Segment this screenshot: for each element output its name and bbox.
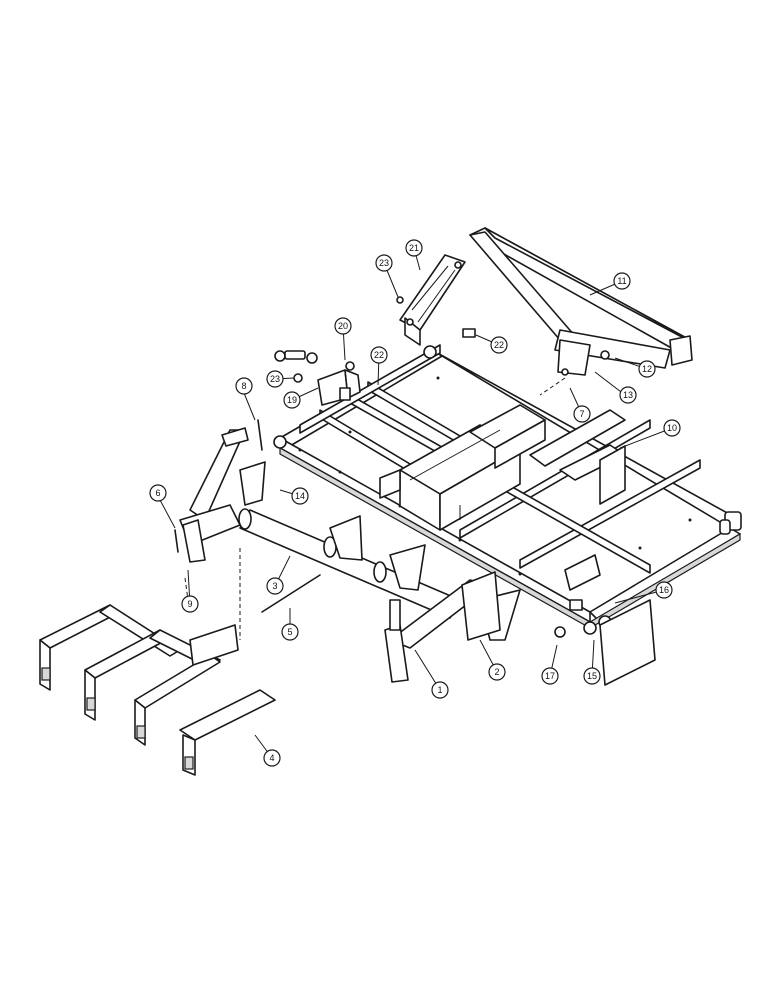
callout-15: 15 (583, 667, 601, 685)
callout-7-label: 7 (579, 409, 584, 419)
callout-4-label: 4 (269, 753, 274, 763)
center-tower-assembly (379, 404, 626, 531)
toolbar-assembly (174, 419, 521, 683)
callout-11: 11 (613, 272, 631, 290)
callout-13: 13 (619, 386, 637, 404)
callout-23a: 23 (375, 254, 393, 272)
hardware-cluster (274, 296, 656, 686)
callout-11-label: 11 (617, 276, 626, 286)
top-drawbar-assembly (469, 227, 693, 396)
callout-23a-label: 23 (379, 258, 389, 268)
callout-22a-label: 22 (374, 350, 384, 360)
callout-16-label: 16 (659, 585, 669, 595)
callout-12: 12 (638, 360, 656, 378)
callout-15-label: 15 (587, 671, 597, 681)
drawbar-assembly (39, 548, 276, 776)
callout-8: 8 (235, 377, 253, 395)
callout-20-label: 20 (338, 321, 348, 331)
callout-8-label: 8 (241, 381, 246, 391)
callout-10-label: 10 (667, 423, 677, 433)
callout-19: 19 (283, 391, 301, 409)
callout-21-label: 21 (409, 243, 419, 253)
callout-13-label: 13 (623, 390, 633, 400)
callout-14: 14 (291, 487, 309, 505)
callout-4: 4 (263, 749, 281, 767)
callout-14-label: 14 (295, 491, 305, 501)
callout-23b-label: 23 (270, 374, 280, 384)
callout-1-label: 1 (437, 685, 442, 695)
mount-plate (399, 254, 466, 346)
callout-6-label: 6 (155, 488, 160, 498)
callout-5: 5 (281, 623, 299, 641)
callout-17: 17 (541, 667, 559, 685)
callout-1: 1 (431, 681, 449, 699)
callout-23b: 23 (266, 370, 284, 388)
callout-6: 6 (149, 484, 167, 502)
callout-9-label: 9 (187, 599, 192, 609)
callout-22b-label: 22 (494, 340, 504, 350)
callout-7: 7 (573, 405, 591, 423)
callout-17-label: 17 (545, 671, 555, 681)
callout-3: 3 (266, 577, 284, 595)
callout-2: 2 (488, 663, 506, 681)
callout-2-label: 2 (494, 667, 499, 677)
callout-10: 10 (663, 419, 681, 437)
callout-12-label: 12 (642, 364, 652, 374)
callout-20: 20 (334, 317, 352, 335)
callout-21: 21 (405, 239, 423, 257)
callout-3-label: 3 (272, 581, 277, 591)
callout-5-label: 5 (287, 627, 292, 637)
callout-22b: 22 (490, 336, 508, 354)
callout-9: 9 (181, 595, 199, 613)
callout-16: 16 (655, 581, 673, 599)
callout-19-label: 19 (287, 395, 297, 405)
callout-22a: 22 (370, 346, 388, 364)
